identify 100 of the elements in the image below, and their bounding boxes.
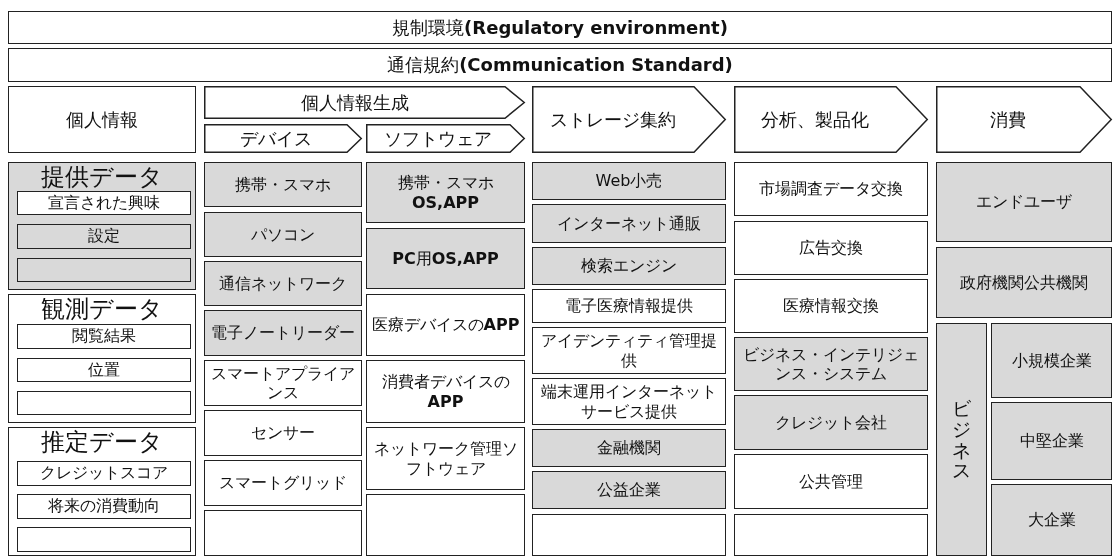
category-label: スマートアプライアンス (210, 363, 356, 403)
category-label: 公共管理 (798, 471, 864, 492)
category-box (16, 493, 191, 519)
stage-header (532, 86, 726, 153)
category-box (532, 514, 726, 556)
category-label: 宣言された興味 (46, 192, 161, 213)
category-label: クレジットスコア (38, 463, 169, 483)
stage-label: ストレージ集約 (549, 108, 677, 131)
category-label: 通信規約(Communication Standard) (386, 54, 734, 76)
category-label: エンドユーザ (975, 192, 1073, 212)
category-label: 金融機関 (596, 438, 662, 458)
category-label: 中堅企業 (1018, 431, 1085, 451)
category-label: 個人情報 (65, 108, 139, 131)
category-label: 設定 (86, 226, 121, 246)
category-box (366, 294, 525, 356)
category-box (204, 310, 362, 356)
category-box (532, 378, 726, 425)
regulation-band (8, 11, 1112, 44)
category-box (532, 204, 726, 243)
stage-header (204, 124, 362, 153)
category-box (532, 247, 726, 285)
stage-label: 消費 (989, 108, 1027, 131)
category-label: 大企業 (1026, 510, 1077, 530)
category-box (8, 86, 196, 153)
category-label: 市場調査データ交換 (758, 179, 904, 199)
category-label: 電子医療情報提供 (564, 296, 694, 316)
stage-header (936, 86, 1112, 153)
category-box (936, 162, 1112, 242)
category-box (366, 360, 525, 423)
category-box (991, 484, 1112, 556)
category-label: スマートグリッド (218, 473, 348, 493)
panel-title: 提供データ (40, 164, 164, 191)
category-label: 携帯・スマホ (234, 174, 332, 195)
category-box (532, 471, 726, 509)
category-label: 小規模企業 (1010, 350, 1093, 371)
category-box (16, 526, 191, 552)
category-label: センサー (250, 423, 316, 443)
category-box (16, 357, 191, 382)
stage-header (366, 124, 525, 153)
category-label: 端末運用インターネットサービス提供 (540, 382, 718, 421)
category-label: 通信ネットワーク (218, 273, 348, 294)
category-label: 医療デバイスのAPP (370, 315, 521, 335)
category-box (204, 162, 362, 207)
category-box (936, 323, 987, 556)
category-panel (8, 427, 196, 556)
category-box (16, 390, 191, 415)
stage-label: ソフトウェア (383, 127, 493, 150)
stage-header (734, 86, 928, 153)
category-label: 広告交換 (798, 238, 864, 258)
stage-header (204, 86, 525, 119)
category-box (532, 162, 726, 200)
category-box (936, 247, 1112, 318)
category-label: 検索エンジン (580, 256, 678, 276)
category-label: パソコン (250, 224, 316, 245)
category-label: クレジット会社 (774, 412, 888, 433)
stage-label: 個人情報生成 (299, 91, 410, 114)
category-label: 携帯・スマホOS,APP (396, 173, 495, 212)
category-box (366, 162, 525, 223)
category-box (366, 427, 525, 490)
category-label: 政府機関公共機関 (959, 272, 1089, 293)
category-label: ビジネス・インテリジェンス・システム (742, 344, 920, 384)
category-box (734, 279, 928, 333)
category-label: アイデンティティ管理提供 (540, 331, 718, 370)
category-box (734, 221, 928, 275)
category-label: PC用OS,APP (391, 248, 500, 269)
category-box (734, 454, 928, 509)
category-label: 電子ノートリーダー (210, 323, 356, 343)
category-box (991, 402, 1112, 480)
category-panel (8, 162, 196, 290)
category-box (16, 190, 191, 215)
regulation-band (8, 48, 1112, 82)
category-label: 閲覧結果 (70, 326, 137, 346)
panel-title: 観測データ (40, 296, 164, 323)
category-box (204, 510, 362, 556)
category-label: 規制環境(Regulatory environment) (391, 16, 729, 39)
category-label: ネットワーク管理ソフトウェア (372, 439, 519, 478)
category-box (204, 410, 362, 456)
panel-title: 推定データ (40, 429, 164, 456)
stage-label: デバイス (238, 127, 313, 150)
category-label: 公益企業 (596, 480, 662, 500)
category-box (16, 323, 191, 349)
category-label: 将来の消費動向 (46, 496, 161, 516)
category-label: インターネット通販 (556, 213, 702, 234)
category-label: 医療情報交換 (782, 296, 880, 316)
category-box (204, 212, 362, 257)
category-box (204, 360, 362, 406)
category-box (16, 223, 191, 249)
category-box (734, 514, 928, 556)
category-box (991, 323, 1112, 398)
category-label: ビジネス (952, 397, 971, 482)
category-box (366, 228, 525, 289)
category-box (366, 494, 525, 556)
category-box (204, 460, 362, 506)
category-box (532, 327, 726, 374)
category-panel (8, 294, 196, 423)
category-box (16, 257, 191, 282)
category-box (16, 460, 191, 486)
category-box (734, 162, 928, 216)
stage-label: 分析、製品化 (760, 108, 870, 131)
category-label: Web小売 (594, 171, 664, 191)
